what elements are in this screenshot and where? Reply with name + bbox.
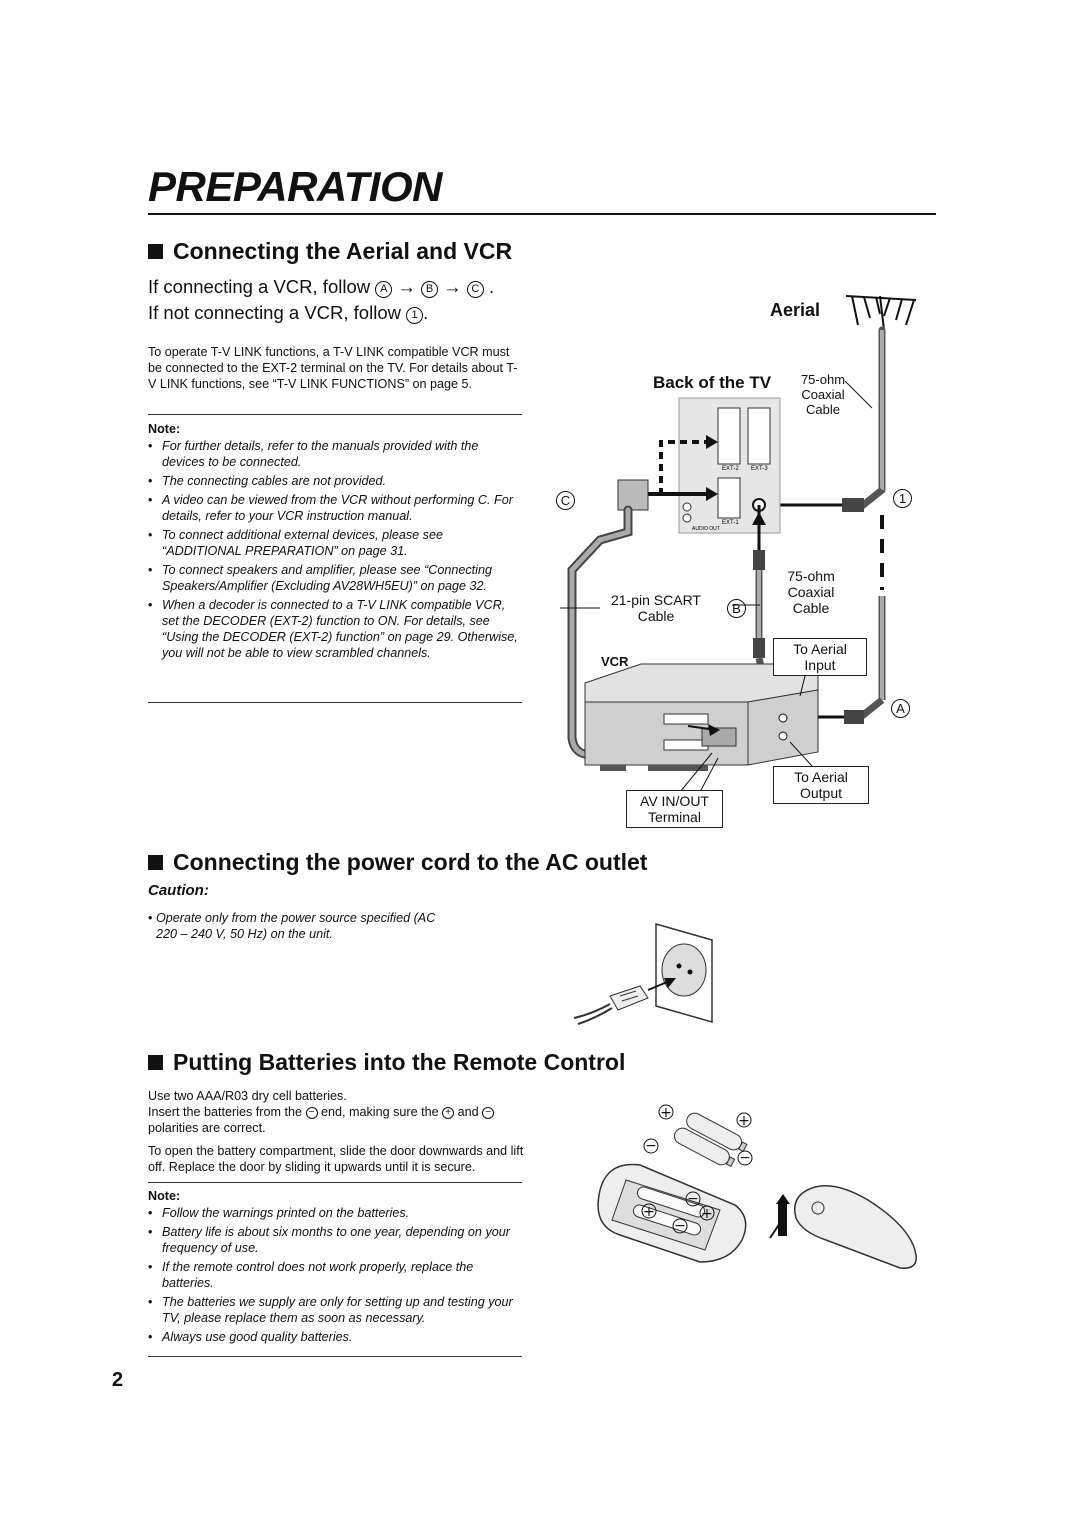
divider (148, 414, 522, 415)
tv-terminal-label: EXT-2 (722, 466, 739, 472)
aerial-lead-line1: If connecting a VCR, follow A → B → C . (148, 276, 495, 298)
page-number: 2 (112, 1369, 124, 1391)
aerial-vcr-diagram: EXT-2 EXT-3 EXT-1 AUDIO OUT (560, 295, 917, 793)
aerial-antenna-icon (845, 295, 917, 331)
coax-top-label: 75-ohm Coaxial Cable (800, 372, 846, 417)
battery-section-title: Putting Batteries into the Remote Contro… (173, 1049, 626, 1075)
list-item: Always use good quality batteries. (148, 1329, 522, 1345)
svg-text:+: + (701, 1206, 713, 1222)
battery-para1a: Use two AAA/R03 dry cell batteries. (148, 1089, 347, 1103)
power-section-title: Connecting the power cord to the AC outl… (173, 849, 648, 875)
caution-text: •Operate only from the power source spec… (148, 911, 436, 941)
title-rule (148, 213, 936, 215)
list-item: The connecting cables are not provided. (148, 473, 522, 489)
divider (148, 1356, 522, 1357)
divider (148, 1182, 522, 1183)
aerial-section-title: Connecting the Aerial and VCR (173, 238, 513, 264)
list-item: A video can be viewed from the VCR witho… (148, 492, 522, 524)
svg-text:+: + (660, 1105, 672, 1121)
battery-icon (686, 1112, 748, 1153)
tv-terminal-label: EXT-3 (751, 466, 768, 472)
lead-text: If not connecting a VCR, follow (148, 302, 401, 323)
list-item: Follow the warnings printed on the batte… (148, 1205, 522, 1221)
step-b-marker: B (727, 599, 746, 618)
coax-plug-icon (844, 710, 864, 724)
aerial-output-box: To Aerial Output (773, 766, 869, 804)
page-title: PREPARATION (148, 163, 442, 210)
aerial-notes: For further details, refer to the manual… (148, 438, 522, 664)
step-a-icon: A (375, 281, 393, 298)
step-b-icon: B (421, 281, 439, 298)
plus-icon: + (442, 1107, 455, 1119)
coax-mid-label: 75-ohm Coaxial Cable (787, 568, 835, 616)
vcr-label: VCR (601, 654, 629, 669)
battery-section-heading: Putting Batteries into the Remote Contro… (148, 1049, 625, 1076)
list-item: Battery life is about six months to one … (148, 1224, 522, 1256)
scart-plug-icon (617, 479, 649, 511)
coax-plug-icon (753, 550, 765, 570)
aerial-intro: To operate T-V LINK functions, a T-V LIN… (148, 345, 518, 391)
aerial-lead-line2: If not connecting a VCR, follow 1. (148, 302, 429, 324)
battery-para1b: Insert the batteries from the − end, mak… (148, 1104, 528, 1136)
minus-icon: − (482, 1107, 495, 1119)
svg-text:−: − (687, 1191, 699, 1207)
power-outlet-illustration (573, 923, 713, 1025)
square-bullet-icon (148, 244, 163, 259)
remote-battery-illustration: + + − − + − + − (597, 1104, 917, 1269)
svg-text:+: + (643, 1204, 655, 1220)
battery-door-icon (794, 1185, 917, 1269)
battery-notes: Follow the warnings printed on the batte… (148, 1205, 522, 1348)
list-item: For further details, refer to the manual… (148, 438, 522, 470)
arrow-icon: → (443, 276, 462, 297)
coax-plug-icon (842, 498, 864, 512)
svg-text:−: − (645, 1138, 657, 1154)
arrow-icon: → (397, 276, 416, 297)
note-label: Note: (148, 422, 181, 436)
step-c-marker: C (556, 491, 575, 510)
list-item: If the remote control does not work prop… (148, 1259, 522, 1291)
list-item: When a decoder is connected to a T-V LIN… (148, 597, 522, 661)
square-bullet-icon (148, 1055, 163, 1070)
lead-text: If connecting a VCR, follow (148, 276, 371, 297)
svg-text:−: − (739, 1150, 751, 1166)
scart-cable-label: 21-pin SCART Cable (610, 592, 701, 624)
minus-icon: − (305, 1107, 318, 1119)
step-1-icon: 1 (406, 307, 424, 324)
list-item: To connect additional external devices, … (148, 527, 522, 559)
battery-para2: To open the battery compartment, slide t… (148, 1144, 524, 1174)
aerial-section-heading: Connecting the Aerial and VCR (148, 238, 512, 265)
tv-small-label: AUDIO OUT (692, 526, 720, 532)
power-section-heading: Connecting the power cord to the AC outl… (148, 849, 647, 876)
list-item: To connect speakers and amplifier, pleas… (148, 562, 522, 594)
aerial-input-box: To Aerial Input (773, 638, 867, 676)
svg-text:+: + (738, 1113, 750, 1129)
list-item: The batteries we supply are only for set… (148, 1294, 522, 1326)
divider (148, 702, 522, 703)
battery-icon (673, 1127, 736, 1168)
scart-plug-icon (701, 727, 737, 747)
step-1-marker: 1 (893, 489, 912, 508)
note-label: Note: (148, 1189, 181, 1203)
svg-text:−: − (674, 1218, 686, 1234)
tv-terminal-label: EXT-1 (722, 520, 739, 526)
coax-plug-icon (753, 638, 765, 658)
step-a-marker: A (891, 699, 910, 718)
step-c-icon: C (466, 281, 484, 298)
aerial-label: Aerial (770, 300, 821, 320)
square-bullet-icon (148, 855, 163, 870)
vcr-device (584, 663, 819, 771)
caution-label: Caution: (148, 882, 209, 899)
av-inout-box: AV IN/OUT Terminal (626, 790, 723, 828)
back-of-tv-label: Back of the TV (653, 373, 772, 392)
